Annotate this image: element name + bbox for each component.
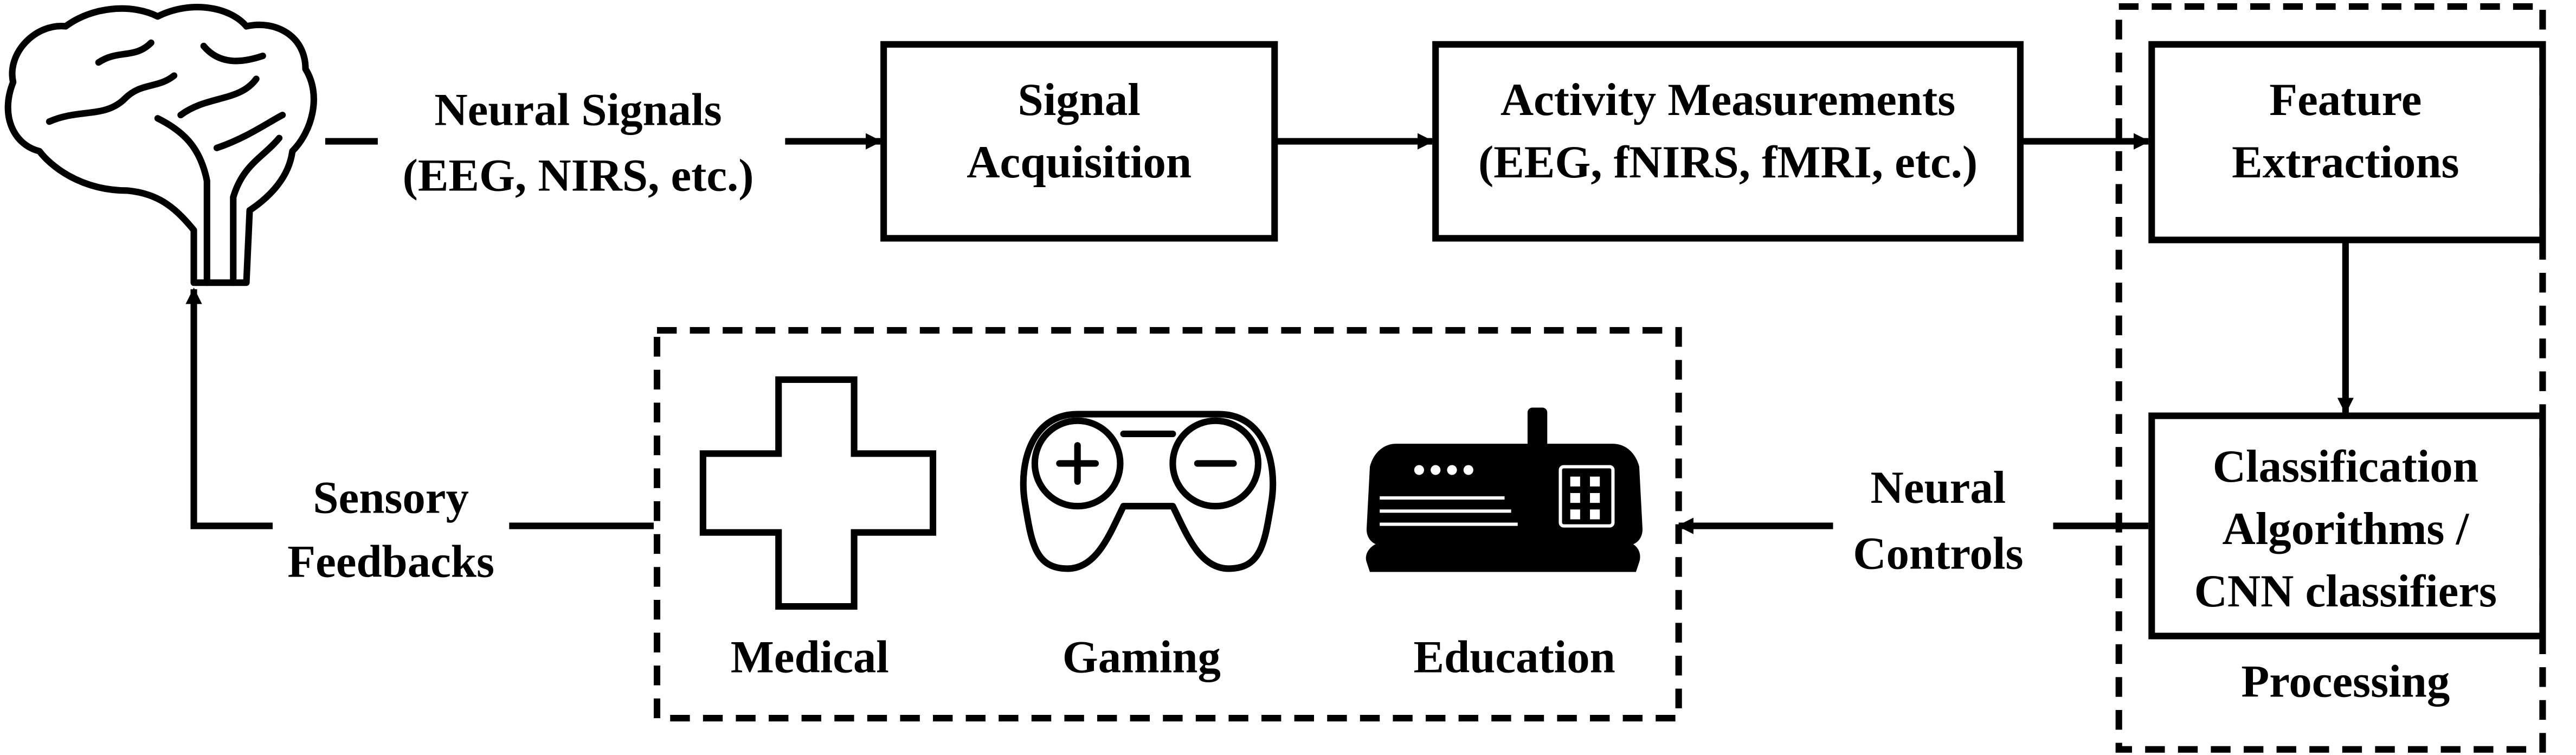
svg-text:Feature: Feature	[2269, 74, 2422, 125]
svg-text:Sensory: Sensory	[313, 472, 469, 523]
svg-text:Algorithms /: Algorithms /	[2222, 503, 2469, 554]
medical-label: Medical	[731, 631, 889, 682]
processing-region	[2115, 3, 2546, 753]
svg-text:Feedbacks: Feedbacks	[287, 536, 494, 587]
svg-text:Neural: Neural	[1871, 462, 2006, 513]
classification-box: Classification Algorithms / CNN classifi…	[2148, 412, 2546, 639]
signal-acquisition-box: Signal Acquisition	[880, 41, 1278, 242]
activity-measurements-box: Activity Measurements (EEG, fNIRS, fMRI,…	[1432, 41, 2024, 242]
neural-controls-label: Neural Controls	[1853, 462, 2023, 579]
sensory-feedbacks-label: Sensory Feedbacks	[287, 472, 494, 587]
gaming-label: Gaming	[1062, 631, 1221, 682]
neural-signals-label: Neural Signals (EEG, NIRS, etc.)	[403, 84, 754, 201]
feature-extractions-box: Feature Extractions	[2148, 41, 2546, 244]
education-label: Education	[1413, 631, 1615, 682]
education-console-icon	[1366, 407, 1643, 572]
gamepad-icon	[1020, 411, 1277, 572]
svg-text:Neural Signals: Neural Signals	[434, 84, 722, 135]
svg-text:(EEG, NIRS, etc.): (EEG, NIRS, etc.)	[403, 150, 754, 201]
svg-text:(EEG, fNIRS, fMRI, etc.): (EEG, fNIRS, fMRI, etc.)	[1478, 137, 1978, 188]
feedback-arrow	[185, 287, 273, 529]
svg-text:Extractions: Extractions	[2232, 137, 2459, 188]
svg-text:Signal: Signal	[1018, 74, 1141, 125]
svg-text:CNN classifiers: CNN classifiers	[2194, 566, 2497, 617]
applications-region	[653, 327, 1682, 722]
brain-icon	[4, 4, 317, 286]
medical-cross-icon	[699, 376, 937, 610]
svg-text:Acquisition: Acquisition	[967, 137, 1192, 188]
svg-text:Classification: Classification	[2213, 441, 2478, 492]
svg-text:Activity Measurements: Activity Measurements	[1500, 74, 1955, 125]
processing-label: Processing	[2241, 656, 2450, 707]
svg-text:Controls: Controls	[1853, 528, 2023, 579]
